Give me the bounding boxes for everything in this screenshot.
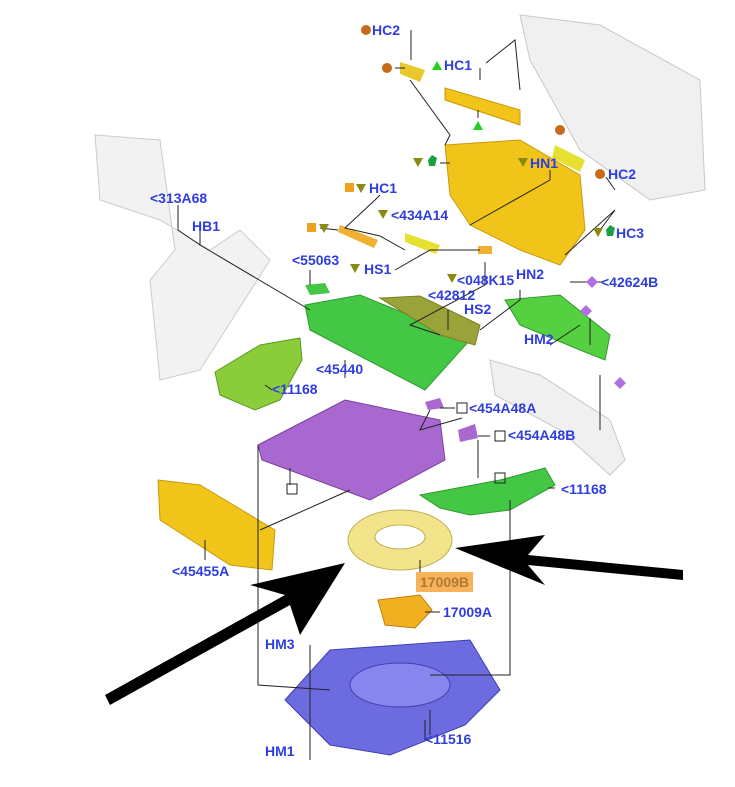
side-panel-11168-right xyxy=(418,467,556,516)
label-55063: <55063 xyxy=(292,252,340,268)
rear-body-panel-left xyxy=(94,134,271,381)
spare-wheel-bracket-17009a xyxy=(377,594,433,629)
tray-inner xyxy=(374,524,426,550)
floor-pan-well xyxy=(349,662,451,708)
rear-crossmember xyxy=(489,359,626,476)
clip-454a48b xyxy=(458,424,478,442)
label-hm1: HM1 xyxy=(265,743,295,759)
label-hm2: HM2 xyxy=(524,331,554,347)
label-hs1: HS1 xyxy=(364,261,392,277)
label-hc2-top: HC2 xyxy=(372,22,401,38)
label-45440: <45440 xyxy=(316,361,364,377)
label-454a48a: <454A48A xyxy=(469,400,537,416)
upper-bracket xyxy=(400,62,425,82)
load-floor-cover-45440 xyxy=(304,294,471,391)
label-454a48b: <454A48B xyxy=(508,427,576,443)
label-313a68: <313A68 xyxy=(150,190,208,206)
label-hm3: HM3 xyxy=(265,636,295,652)
label-hn2: HN2 xyxy=(516,266,545,282)
label-11168-left: <11168 xyxy=(272,381,318,397)
clip-048k15 xyxy=(478,246,492,254)
rail-trim xyxy=(504,294,611,361)
label-hb1: HB1 xyxy=(192,218,221,234)
clip-bracket xyxy=(405,233,440,254)
label-42624b: <42624B xyxy=(601,274,659,290)
upper-trim-strip xyxy=(444,87,521,126)
label-17009b-highlighted: 17009B xyxy=(416,572,474,592)
label-hc1-mid: HC1 xyxy=(369,180,398,196)
load-floor-panel xyxy=(257,399,446,501)
leader-lines xyxy=(177,30,616,760)
small-bracket xyxy=(338,225,378,248)
arrow-pointing-to-tray-left xyxy=(105,563,345,705)
upper-bracket-right xyxy=(552,145,585,172)
label-hn1: HN1 xyxy=(530,155,559,171)
partition-45455a xyxy=(157,479,276,571)
side-panel-11168-left xyxy=(214,337,303,411)
symbols xyxy=(286,25,626,495)
label-11516: <11516 xyxy=(425,731,472,747)
clip-454a48a xyxy=(425,398,444,410)
label-434a14: <434A14 xyxy=(391,207,449,223)
label-048k15: <048K15 xyxy=(457,272,515,288)
rear-body-panel-right xyxy=(519,14,706,201)
label-hc1-top: HC1 xyxy=(444,57,473,73)
label-hc3: HC3 xyxy=(616,225,645,241)
label-42812: <42812 xyxy=(428,287,476,303)
label-hs2: HS2 xyxy=(464,301,492,317)
label-17009a: 17009A xyxy=(443,604,493,620)
bracket-55063 xyxy=(305,283,330,295)
tonneau-panel-42812 xyxy=(378,295,481,346)
label-45455a: <45455A xyxy=(172,563,230,579)
label-hc2-right: HC2 xyxy=(608,166,637,182)
arrow-pointing-to-tray-right xyxy=(455,535,683,585)
label-11168-right: <11168 xyxy=(561,481,607,497)
